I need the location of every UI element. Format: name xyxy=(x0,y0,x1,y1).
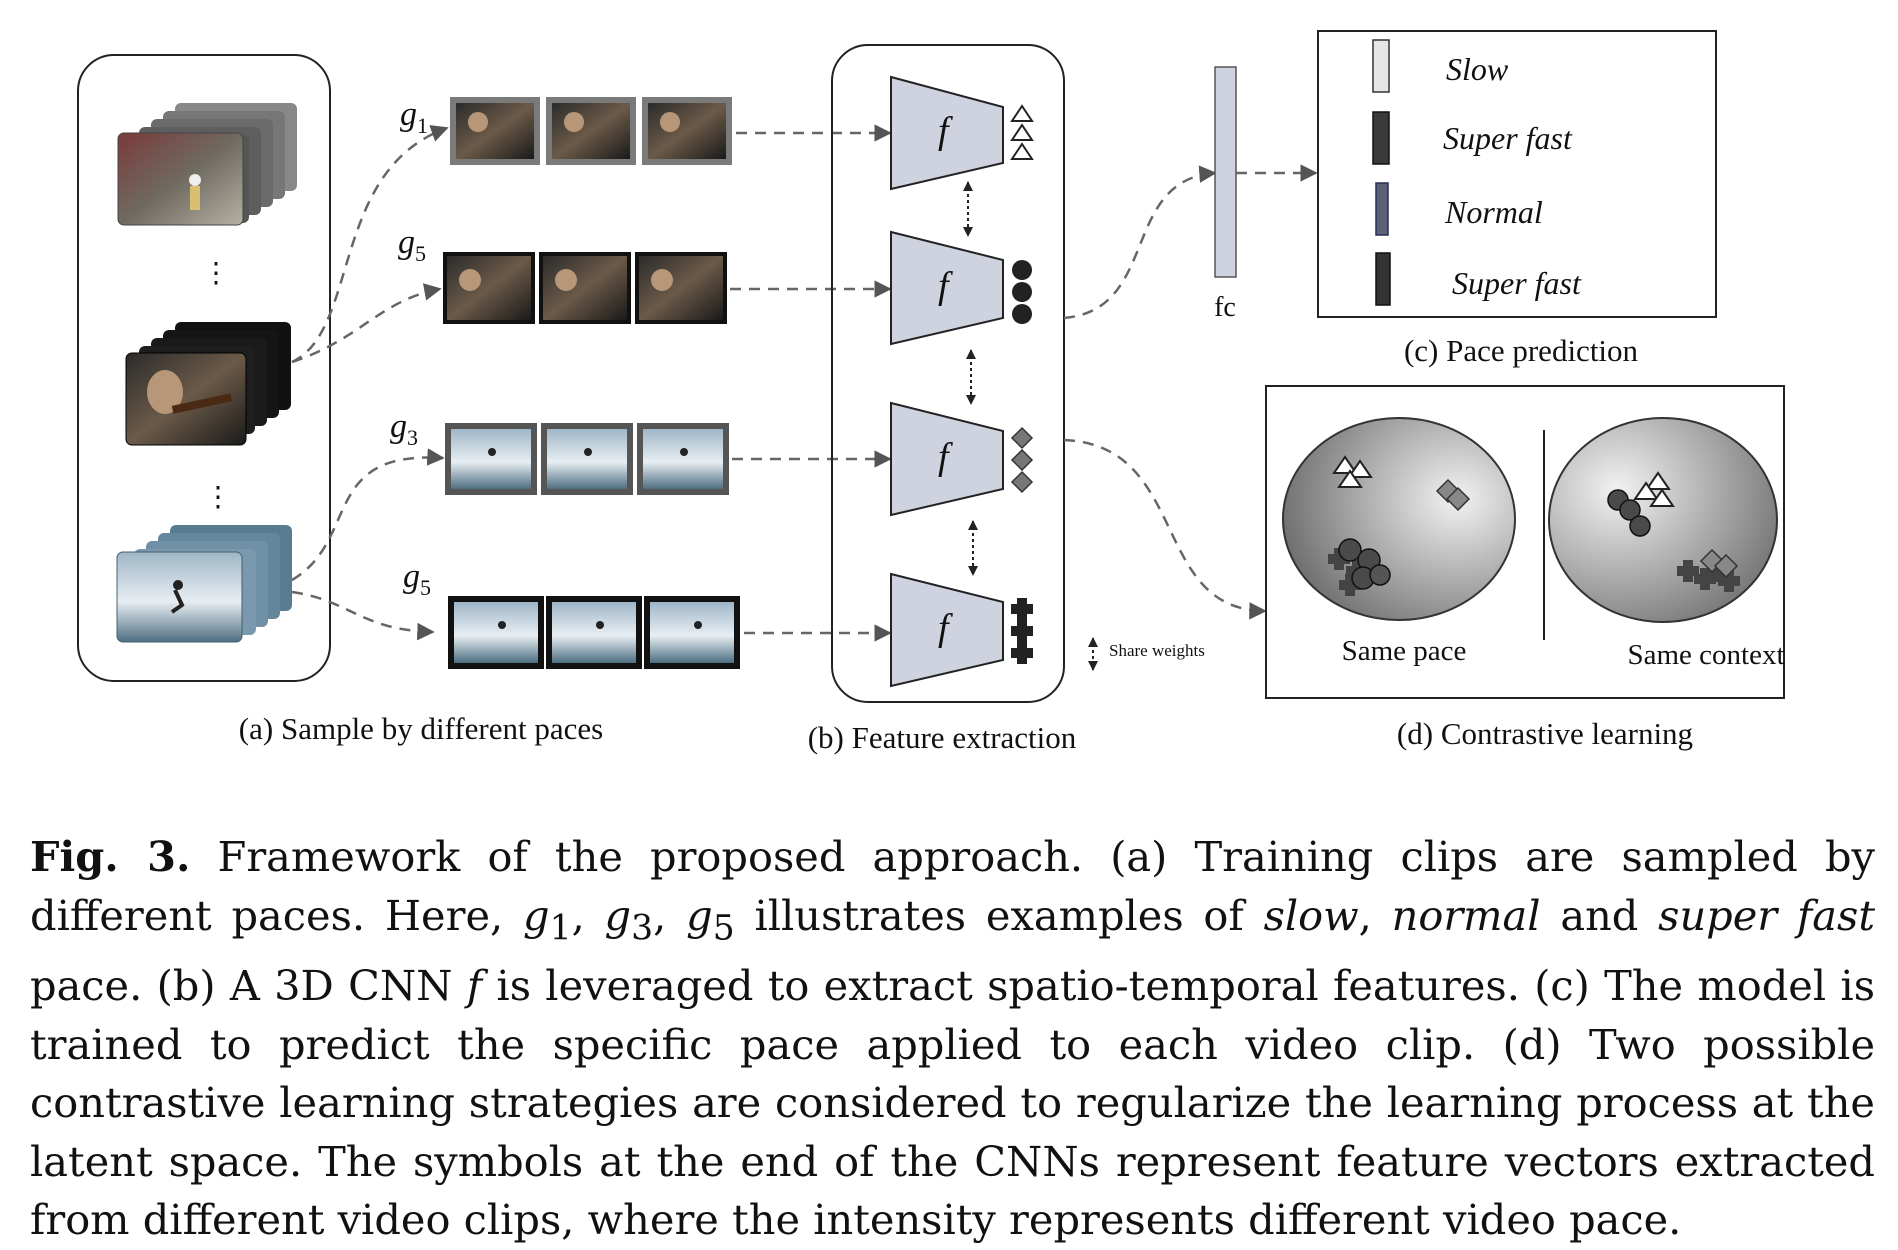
cluster-circles-crosses xyxy=(1328,538,1391,596)
feature-triangles xyxy=(1010,104,1034,160)
fc-layer xyxy=(1214,66,1237,278)
caption-math: g xyxy=(604,890,632,940)
pace-label-g1: g1 xyxy=(400,96,428,138)
caption-emph-slow: slow xyxy=(1263,890,1359,940)
pace-legend: Slow Super fast Normal Super fast xyxy=(1372,39,1582,306)
sampling-arrows xyxy=(291,125,449,641)
pace-label-g5-top: g5 xyxy=(398,224,426,266)
pace-label-g5-bottom: g5 xyxy=(403,558,431,600)
panel-b-caption: (b) Feature extraction xyxy=(808,720,1077,755)
cnn-2: f xyxy=(890,230,1004,346)
feature-crosses xyxy=(1011,598,1033,664)
clip-row-g5-surf xyxy=(448,596,740,669)
feature-output-arrows xyxy=(1063,165,1267,620)
share-weights-arrows xyxy=(963,181,978,576)
caption-math: g xyxy=(522,890,550,940)
legend-label-superfast-2: Super fast xyxy=(1452,265,1582,301)
feature-diamonds xyxy=(1010,426,1034,494)
legend-bar-normal xyxy=(1375,182,1389,236)
panel-b-frame xyxy=(831,44,1065,703)
caption-text: , xyxy=(571,890,605,940)
clip-row-g3 xyxy=(445,423,729,495)
latent-space-same-context: Same context xyxy=(1548,417,1785,671)
clip-row-g1 xyxy=(450,97,732,165)
caption-text: is leveraged to extract spatio-temporal … xyxy=(30,961,1875,1245)
panel-a-caption: (a) Sample by different paces xyxy=(239,711,603,746)
caption-text: , xyxy=(1358,890,1392,940)
share-weights-label: Share weights xyxy=(1109,641,1205,660)
ellipsis-2: ⋮ xyxy=(204,482,232,513)
panel-a: ⋮ ⋮ xyxy=(77,54,331,682)
clip-stack-street xyxy=(117,103,297,226)
ellipsis-1: ⋮ xyxy=(202,258,230,289)
caption-text: pace. (b) A 3D CNN xyxy=(30,961,467,1011)
panel-b: f f f f xyxy=(831,44,1205,703)
cnn-1: f xyxy=(890,75,1004,191)
figure-number: Fig. 3. xyxy=(30,832,191,881)
caption-emph-normal: normal xyxy=(1391,890,1541,940)
caption-math: f xyxy=(466,961,483,1011)
panel-c: fc Slow Super fast Normal Super fast (c)… xyxy=(1214,30,1717,368)
feature-circles xyxy=(1012,260,1032,324)
pace-labels: g1 g5 g3 g5 xyxy=(390,96,431,600)
legend-bar-superfast-2 xyxy=(1375,252,1391,306)
legend-label-slow: Slow xyxy=(1446,51,1509,87)
caption-text: and xyxy=(1540,890,1659,940)
same-pace-label: Same pace xyxy=(1342,635,1467,667)
caption-emph-superfast: super fast xyxy=(1658,890,1876,940)
same-context-label: Same context xyxy=(1627,639,1784,671)
cluster-diamonds xyxy=(1435,478,1471,512)
panel-d-caption: (d) Contrastive learning xyxy=(1397,716,1693,751)
legend-bar-slow xyxy=(1372,39,1390,93)
caption-text: , xyxy=(653,890,687,940)
clip-row-g5-violin xyxy=(443,252,727,324)
caption-text: illustrates examples of xyxy=(734,890,1264,940)
caption-math: g xyxy=(686,890,713,940)
caption-math-sub: 1 xyxy=(549,907,572,948)
cnn-4: f xyxy=(890,572,1004,688)
cluster-mixed-top xyxy=(1607,471,1675,537)
latent-space-same-pace: Same pace xyxy=(1282,417,1516,667)
panel-d: Same pace Same context xyxy=(1265,385,1785,699)
legend-bar-superfast-1 xyxy=(1372,111,1390,165)
clip-stack-violin xyxy=(125,322,291,446)
figure-caption: Fig. 3. Framework of the proposed approa… xyxy=(30,828,1875,1250)
cluster-mixed-bottom xyxy=(1677,548,1740,592)
clip-to-cnn-arrows xyxy=(730,124,892,642)
cnn-3: f xyxy=(890,401,1004,517)
clip-stack-surf xyxy=(116,525,292,643)
legend-label-superfast-1: Super fast xyxy=(1443,120,1573,156)
fc-label: fc xyxy=(1214,292,1236,323)
panel-c-caption: (c) Pace prediction xyxy=(1404,333,1639,368)
cluster-triangles xyxy=(1332,455,1373,488)
caption-text: Framework of the proposed approach. (a) … xyxy=(30,832,1875,940)
caption-math-sub: 5 xyxy=(712,907,735,948)
pace-label-g3: g3 xyxy=(390,408,418,450)
caption-math-sub: 3 xyxy=(631,907,654,948)
framework-figure: ⋮ ⋮ g1 g5 g3 g5 xyxy=(77,30,1785,755)
legend-label-normal: Normal xyxy=(1444,194,1543,230)
